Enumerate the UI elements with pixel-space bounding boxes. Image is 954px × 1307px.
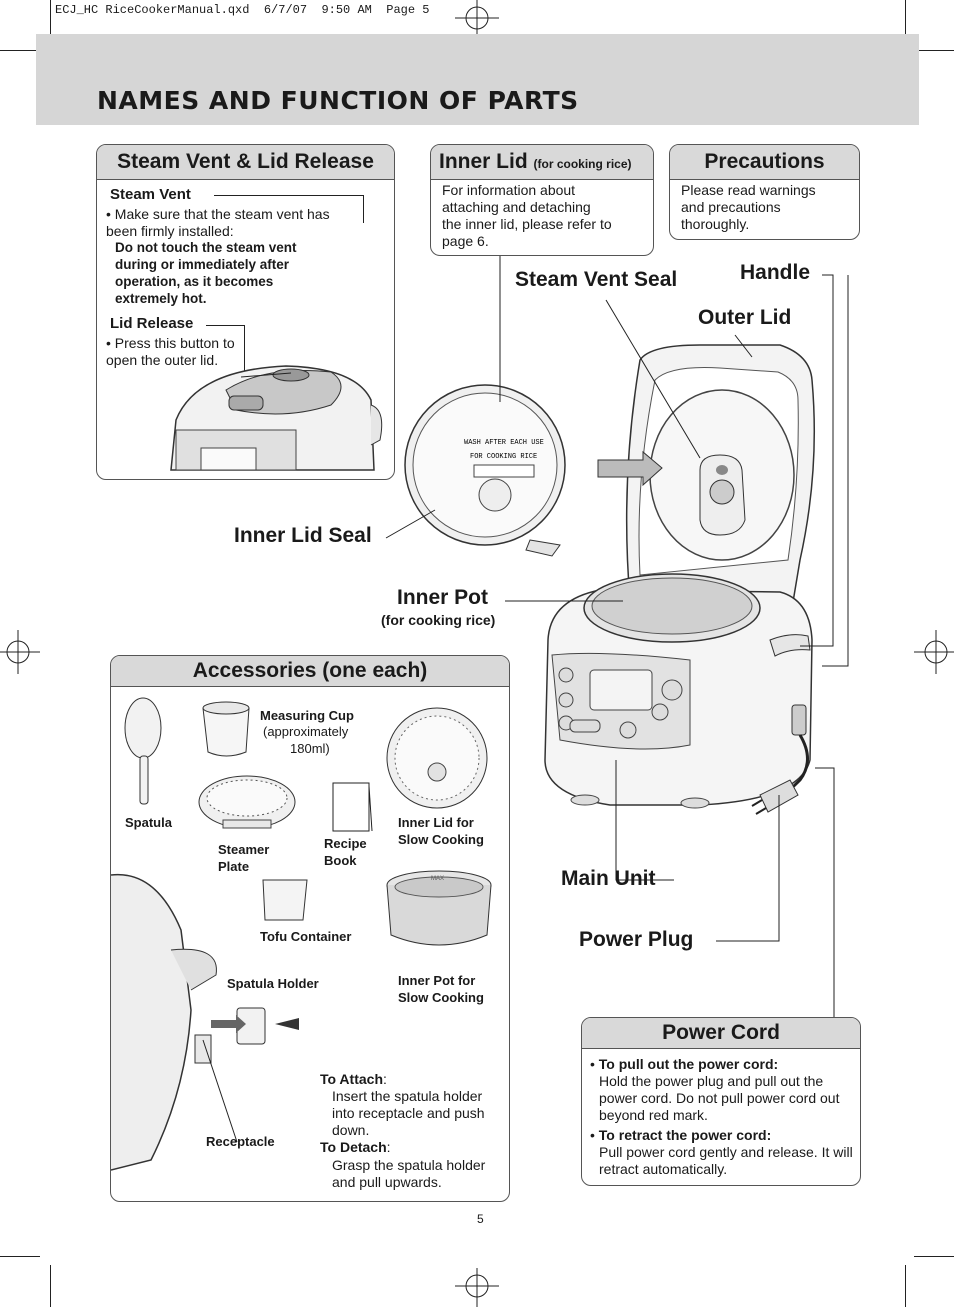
page-title: NAMES AND FUNCTION OF PARTS <box>97 86 579 115</box>
retract-cord-text: Pull power cord gently and release. It w… <box>599 1144 853 1177</box>
lid-release-line-down <box>244 325 245 393</box>
label-inner-pot-note: (for cooking rice) <box>381 612 496 628</box>
registration-mark <box>455 0 499 40</box>
spatula-holder-label: Spatula Holder <box>227 976 319 991</box>
steam-vent-warning: Do not touch the steam vent during or im… <box>115 240 297 306</box>
crop-mark <box>914 50 954 51</box>
recipe-book-label: Recipe Book <box>324 836 367 868</box>
label-power-plug: Power Plug <box>579 928 694 951</box>
label-handle: Handle <box>740 261 811 284</box>
measuring-cup-note2: 180ml) <box>290 741 330 756</box>
retract-cord-label: • To retract the power cord: <box>590 1127 772 1143</box>
inner-lid-box: Inner Lid (for cooking rice) For informa… <box>430 144 654 256</box>
label-steam-vent-seal: Steam Vent Seal <box>515 268 678 291</box>
inner-lid-slow-label: Inner Lid for Slow Cooking <box>398 815 484 847</box>
registration-mark <box>914 630 954 674</box>
steamer-plate-label: Steamer Plate <box>218 842 270 874</box>
inner-lid-print-1: WASH AFTER EACH USE <box>464 439 544 447</box>
page-number: 5 <box>477 1212 484 1226</box>
crop-mark <box>905 1265 906 1307</box>
measuring-cup-label: Measuring Cup <box>260 708 354 723</box>
steam-vent-label: Steam Vent <box>110 186 191 203</box>
crop-mark <box>50 1265 51 1307</box>
inner-lid-box-title: Inner Lid <box>439 150 528 173</box>
precautions-box-title: Precautions <box>670 145 859 180</box>
inner-lid-box-title-note: (for cooking rice) <box>533 157 632 171</box>
lid-release-text: • Press this button to open the outer li… <box>106 335 235 368</box>
inner-lid-print-2: FOR COOKING RICE <box>470 453 537 461</box>
accessories-illustrations <box>111 697 492 1171</box>
steam-vent-line-down <box>363 195 364 223</box>
accessories-box-title: Accessories (one each) <box>111 656 509 687</box>
precautions-box: Precautions Please read warnings and pre… <box>669 144 860 240</box>
crop-mark <box>914 1256 954 1257</box>
inner-lid-box-text: For information about attaching and deta… <box>442 182 612 249</box>
label-inner-lid-seal: Inner Lid Seal <box>234 524 372 547</box>
lid-release-label: Lid Release <box>110 315 194 332</box>
lid-release-line <box>206 325 244 326</box>
registration-mark <box>455 1268 499 1307</box>
crop-mark <box>0 1256 40 1257</box>
cooker-top-illustration <box>170 365 383 471</box>
title-band <box>36 34 919 125</box>
registration-mark <box>0 630 40 674</box>
label-outer-lid: Outer Lid <box>698 306 792 329</box>
tofu-container-label: Tofu Container <box>260 929 352 944</box>
label-inner-pot: Inner Pot <box>397 586 489 609</box>
spatula-label: Spatula <box>125 815 172 830</box>
power-cord-box: Power Cord <box>581 1017 861 1186</box>
receptacle-label: Receptacle <box>206 1134 275 1149</box>
file-header: ECJ_HC RiceCookerManual.qxd 6/7/07 9:50 … <box>55 3 430 17</box>
power-cord-box-title: Power Cord <box>582 1018 860 1049</box>
measuring-cup-note1: (approximately <box>263 724 349 739</box>
crop-mark <box>0 50 40 51</box>
steam-vent-line <box>214 195 364 196</box>
pull-cord-text: Hold the power plug and pull out the pow… <box>599 1073 840 1123</box>
crop-mark <box>50 0 51 40</box>
precautions-box-text: Please read warnings and precautions tho… <box>681 182 816 232</box>
inner-pot-slow-label: Inner Pot for Slow Cooking <box>398 973 484 1005</box>
to-attach-label: To Attach: <box>320 1071 387 1087</box>
steam-box-title: Steam Vent & Lid Release <box>97 145 394 180</box>
max-mark: MAX <box>431 876 445 882</box>
pull-cord-label: • To pull out the power cord: <box>590 1056 779 1072</box>
label-main-unit: Main Unit <box>561 867 656 890</box>
steam-vent-text: • Make sure that the steam vent has been… <box>106 206 330 239</box>
to-attach-text: Insert the spatula holder into receptacl… <box>332 1088 485 1138</box>
to-detach-text: Grasp the spatula holder and pull upward… <box>332 1157 486 1190</box>
crop-mark <box>905 0 906 40</box>
to-detach-label: To Detach: <box>320 1139 391 1155</box>
